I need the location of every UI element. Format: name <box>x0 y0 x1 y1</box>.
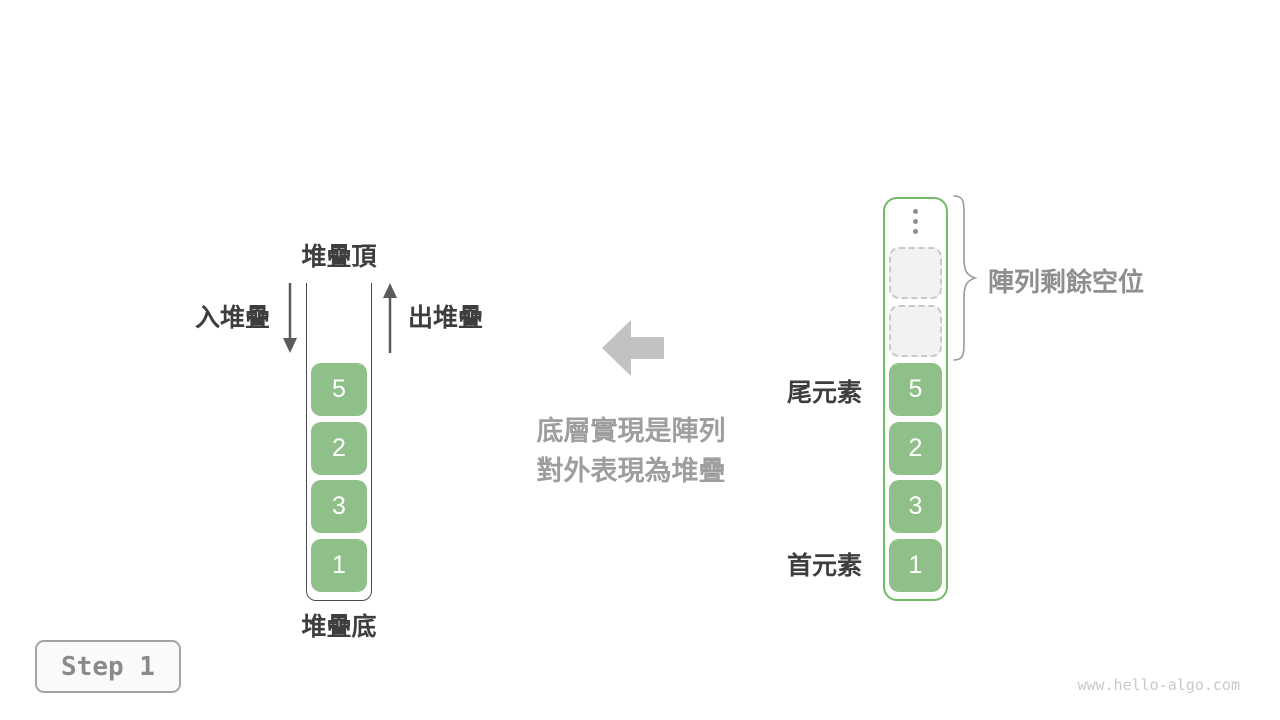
array-cell: 5 <box>889 363 942 416</box>
push-down-arrow-icon <box>283 283 297 353</box>
ellipsis-dot-icon <box>913 219 918 224</box>
stack-cell: 2 <box>311 422 367 475</box>
stack-top-label: 堆疊頂 <box>301 243 377 271</box>
head-element-label: 首元素 <box>786 552 862 580</box>
stack-cell: 5 <box>311 363 367 416</box>
push-label: 入堆疊 <box>194 304 270 332</box>
tail-element-label: 尾元素 <box>786 379 862 407</box>
caption: 底層實現是陣列 對外表現為堆疊 <box>456 411 806 491</box>
pop-up-arrow-icon <box>383 283 397 353</box>
array-cell: 3 <box>889 480 942 533</box>
stack-bottom-label: 堆疊底 <box>301 613 377 641</box>
step-badge: Step 1 <box>35 640 181 693</box>
array-cell: 1 <box>889 539 942 592</box>
array-cell: 2 <box>889 422 942 475</box>
array-empty-slot <box>889 247 942 299</box>
caption-line-2: 對外表現為堆疊 <box>536 456 726 486</box>
array-empty-slot <box>889 305 942 357</box>
caption-line-1: 底層實現是陣列 <box>536 416 726 446</box>
stack-cell: 1 <box>311 539 367 592</box>
ellipsis-dot-icon <box>913 209 918 214</box>
free-space-label: 陣列剩餘空位 <box>988 267 1145 297</box>
ellipsis-dot-icon <box>913 229 918 234</box>
left-arrow-icon <box>602 320 664 376</box>
stack-cell: 3 <box>311 480 367 533</box>
pop-label: 出堆疊 <box>408 304 484 332</box>
watermark: www.hello-algo.com <box>1077 676 1240 694</box>
curly-brace-icon <box>953 195 978 361</box>
